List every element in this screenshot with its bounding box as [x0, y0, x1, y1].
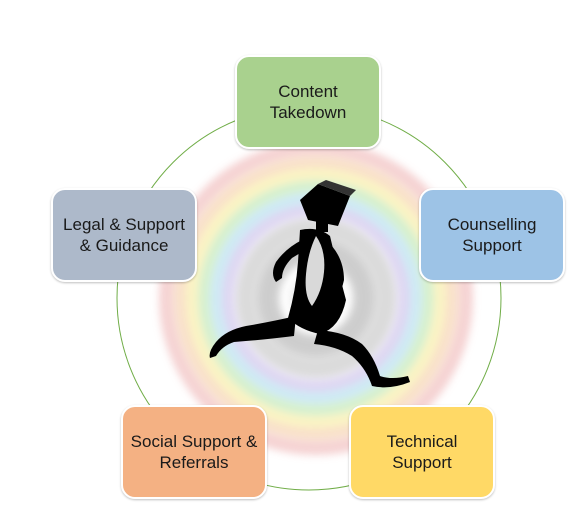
- node-label-social-support-referrals: Social Support & Referrals: [130, 432, 258, 472]
- node-content-takedown: Content Takedown: [235, 55, 381, 149]
- node-technical-support: Technical Support: [349, 405, 495, 499]
- node-label-legal-support-guidance: Legal & Support & Guidance: [63, 215, 185, 255]
- node-label-counselling-support: Counselling Support: [447, 215, 537, 255]
- node-label-content-takedown: Content Takedown: [269, 82, 347, 122]
- running-figure-with-box-head-icon: [209, 180, 410, 388]
- node-legal-support-guidance: Legal & Support & Guidance: [51, 188, 197, 282]
- node-label-technical-support: Technical Support: [386, 432, 458, 472]
- node-social-support-referrals: Social Support & Referrals: [121, 405, 267, 499]
- node-counselling-support: Counselling Support: [419, 188, 565, 282]
